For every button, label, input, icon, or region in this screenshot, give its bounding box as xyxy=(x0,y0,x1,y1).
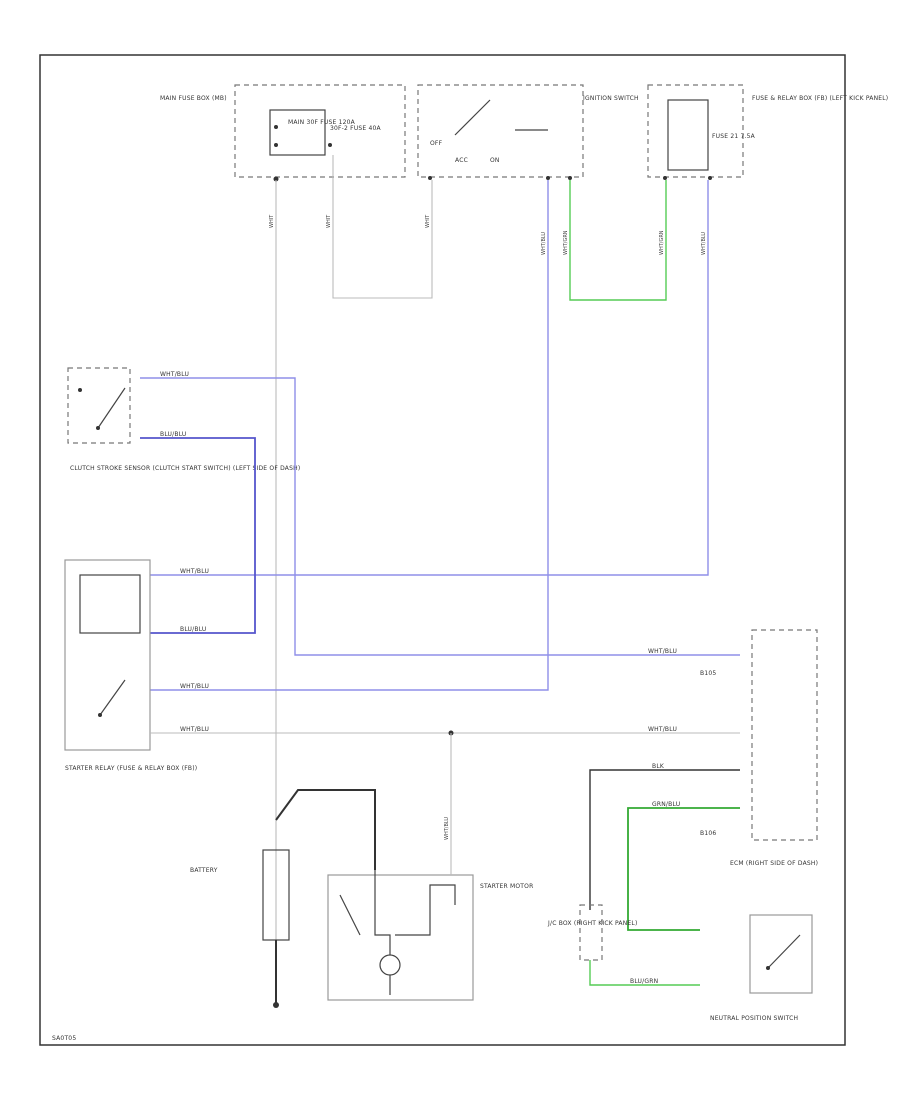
wire-label-blu-blu: BLU/BLU xyxy=(160,431,187,438)
starter-motor-label: STARTER MOTOR xyxy=(480,883,533,890)
fb-terminal xyxy=(708,176,712,180)
fuse-21-block xyxy=(667,99,709,171)
ign-on-label: ON xyxy=(490,157,500,164)
blu-blu-wire-clutch xyxy=(140,437,256,634)
clutch-terminal xyxy=(78,388,82,392)
blk-wire-ecm xyxy=(589,769,740,910)
wire-label-wht-blu: WHT/BLU xyxy=(541,232,547,255)
ignition-switch-box xyxy=(417,84,584,178)
whit-wire-loop xyxy=(332,155,433,299)
starter-motor-box xyxy=(327,874,474,1001)
sw-fuse-label: 30F-2 FUSE 40A xyxy=(330,125,382,132)
clutch-sensor-label: CLUTCH STROKE SENSOR (CLUTCH START SWITC… xyxy=(70,465,300,472)
main-fuse-label: MAIN 30F FUSE 120A xyxy=(288,119,356,126)
wire-label-wht-grn: WHT/GRN xyxy=(659,230,665,255)
ignition-switch-label: IGNITION SWITCH xyxy=(583,95,639,102)
wire-label-wht-blu: WHT/BLU xyxy=(180,726,209,733)
jc-box xyxy=(579,904,603,961)
fuse-terminal xyxy=(274,125,278,129)
wire-label-whit: WHIT xyxy=(326,214,332,228)
clutch-terminal xyxy=(96,426,100,430)
ecm-box xyxy=(751,629,818,841)
starter-solenoid-coil xyxy=(395,884,456,936)
main-fuse-block xyxy=(269,109,326,156)
wht-blu-wire-ign xyxy=(150,180,549,691)
wire-label-wht-blu: WHT/BLU xyxy=(180,683,209,690)
battery-label: BATTERY xyxy=(190,867,218,874)
neutral-switch-box xyxy=(749,914,813,994)
battery-positive-cable xyxy=(275,789,376,870)
wht-blu-wire-clutch xyxy=(140,377,740,656)
grn-blu-wire-neutral xyxy=(627,807,740,931)
wire-label-blk: BLK xyxy=(652,763,665,770)
wire-label-wht-blu: WHT/BLU xyxy=(648,726,677,733)
blu-grn-wire-neutral xyxy=(589,960,700,986)
ecm-pin-b106: B106 xyxy=(700,830,716,837)
starter-relay-coil xyxy=(79,574,141,634)
wire-label-grn-blu: GRN/BLU xyxy=(652,801,680,808)
ign-acc-label: ACC xyxy=(455,157,468,164)
wire-label-wht-grn: WHT/GRN xyxy=(563,230,569,255)
diagram-code: SA0T05 xyxy=(52,1035,76,1042)
ecm-pin-b105: B105 xyxy=(700,670,716,677)
starter-relay-box xyxy=(64,559,151,751)
fb-terminal xyxy=(663,176,667,180)
relay-terminal xyxy=(98,713,102,717)
wire-label-wht-blu: WHT/BLU xyxy=(701,232,707,255)
neutral-switch-contact xyxy=(767,934,801,969)
clutch-switch-contact xyxy=(97,387,126,429)
ign-terminal xyxy=(428,176,432,180)
jc-box-label: J/C BOX (RIGHT KICK PANEL) xyxy=(547,920,638,927)
wire-label-wht-blu: WHT/BLU xyxy=(160,371,189,378)
fuse-terminal xyxy=(274,143,278,147)
fuse-relay-box-label: FUSE & RELAY BOX (FB) (LEFT KICK PANEL) xyxy=(752,95,888,102)
wire-label-wht-blu: WHT/BLU xyxy=(648,648,677,655)
starter-relay-label: STARTER RELAY (FUSE & RELAY BOX (FB)) xyxy=(65,765,197,772)
ign-off-label: OFF xyxy=(430,140,443,147)
wire-label-wht-blu: WHT/BLU xyxy=(180,568,209,575)
wire-label-wht-blu: WHT/BLU xyxy=(444,817,450,840)
neutral-switch-label: NEUTRAL POSITION SWITCH xyxy=(710,1015,798,1022)
ign-terminal xyxy=(568,176,572,180)
starter-motor-armature xyxy=(379,954,401,976)
fuse-terminal xyxy=(328,143,332,147)
clutch-sensor-box xyxy=(67,367,131,444)
splice-dot xyxy=(273,176,279,182)
main-fuse-box-label: MAIN FUSE BOX (MB) xyxy=(160,95,227,102)
wht-blu-wire-fuse21 xyxy=(150,180,709,576)
starter-relay-contact xyxy=(99,679,126,716)
ign-terminal xyxy=(546,176,550,180)
fuse-21-label: FUSE 21 7.5A xyxy=(712,133,756,140)
neutral-terminal xyxy=(766,966,770,970)
diagram-frame xyxy=(39,54,846,1046)
ecm-label: ECM (RIGHT SIDE OF DASH) xyxy=(730,860,818,867)
fuse-relay-box xyxy=(647,84,744,178)
starter-solenoid-contact xyxy=(339,894,361,936)
wire-label-blu-grn: BLU/GRN xyxy=(630,978,658,985)
main-fuse-box xyxy=(234,84,406,178)
wire-label-whit: WHIT xyxy=(269,214,275,228)
wire-label-blu-blu: BLU/BLU xyxy=(180,626,207,633)
ignition-switch-contact xyxy=(454,99,491,136)
starter-internal-wiring xyxy=(374,870,391,995)
wire-label-whit: WHIT xyxy=(425,214,431,228)
ground-point xyxy=(273,1002,279,1008)
wht-grn-wire-top xyxy=(569,180,667,301)
